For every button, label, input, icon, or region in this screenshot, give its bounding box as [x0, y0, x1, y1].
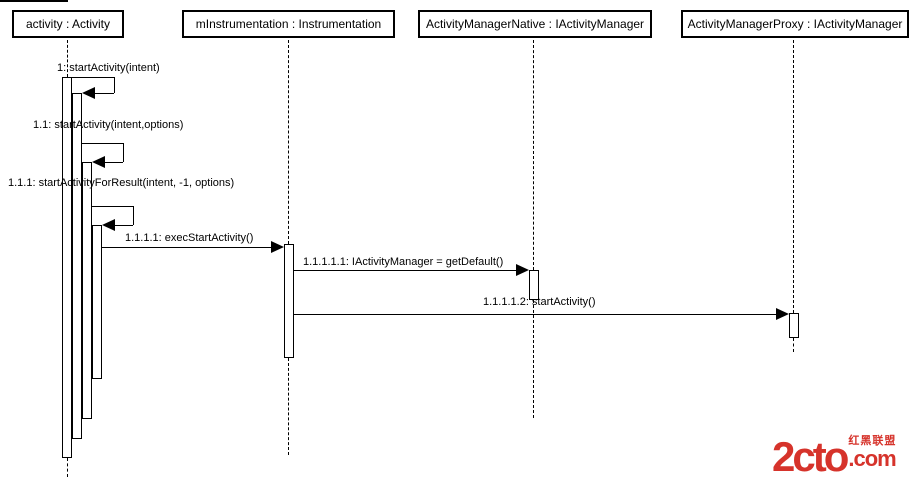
lifeline-activity [67, 458, 68, 477]
message-label-1: 1: startActivity(intent) [57, 62, 160, 74]
message-line [92, 206, 133, 207]
message-line [100, 162, 123, 163]
activation-bar-activitymanagerproxy [789, 313, 799, 338]
lifeline-label: activity : Activity [25, 17, 111, 31]
lifeline-activitymanagernative [533, 40, 534, 270]
message-label-1-1-1-1: 1.1.1.1: execStartActivity() [125, 232, 254, 244]
message-line [72, 77, 114, 78]
message-line [114, 77, 115, 93]
lifeline-header-activitymanagernative: ActivityManagerNative : IActivityManager [418, 10, 652, 38]
message-line [90, 93, 114, 94]
lifeline-label: mInstrumentation : Instrumentation [195, 17, 382, 31]
lifeline-activitymanagerproxy [793, 338, 794, 352]
lifeline-activitymanagerproxy [793, 40, 794, 313]
message-line [123, 143, 124, 162]
crop-artifact-line [0, 0, 68, 2]
message-label-1-1-1-1-1: 1.1.1.1.1: IActivityManager = getDefault… [303, 256, 504, 268]
message-label-1-1-1-1-2: 1.1.1.1.2: startActivity() [483, 296, 596, 308]
activation-bar-activity-2 [72, 93, 82, 439]
activation-bar-activity-4 [92, 225, 102, 379]
message-arrowhead [271, 241, 284, 253]
lifeline-activity [67, 40, 68, 77]
lifeline-header-activity: activity : Activity [12, 10, 124, 38]
lifeline-minstrumentation [288, 40, 289, 244]
watermark-brand-text: 2cto [772, 433, 849, 480]
message-line [102, 247, 273, 248]
message-line [110, 225, 133, 226]
lifeline-minstrumentation [288, 358, 289, 455]
lifeline-header-activitymanagerproxy: ActivityManagerProxy : IActivityManager [681, 10, 909, 38]
lifeline-header-minstrumentation: mInstrumentation : Instrumentation [182, 10, 395, 38]
watermark-logo: 2cto 红黑联盟 .com [772, 433, 897, 480]
message-arrowhead [82, 87, 95, 99]
message-label-1-1-1: 1.1.1: startActivityForResult(intent, -1… [8, 177, 235, 189]
message-arrowhead [516, 264, 529, 276]
message-line [294, 314, 777, 315]
lifeline-label: ActivityManagerNative : IActivityManager [425, 17, 645, 31]
activation-bar-minstrumentation [284, 244, 294, 358]
message-arrowhead [776, 308, 789, 320]
watermark-suffix: .com [848, 446, 896, 471]
lifeline-activitymanagernative [533, 300, 534, 418]
message-line [133, 206, 134, 225]
message-line [82, 143, 123, 144]
lifeline-label: ActivityManagerProxy : IActivityManager [687, 17, 903, 31]
message-line [294, 270, 517, 271]
message-label-1-1: 1.1: startActivity(intent,options) [33, 119, 184, 131]
activation-bar-activity-3 [82, 162, 92, 419]
message-arrowhead [102, 219, 115, 231]
activation-bar-activitymanagernative [529, 270, 539, 300]
message-arrowhead [92, 156, 105, 168]
watermark-tagline: 红黑联盟 [848, 435, 897, 447]
activation-bar-activity-1 [62, 77, 72, 458]
